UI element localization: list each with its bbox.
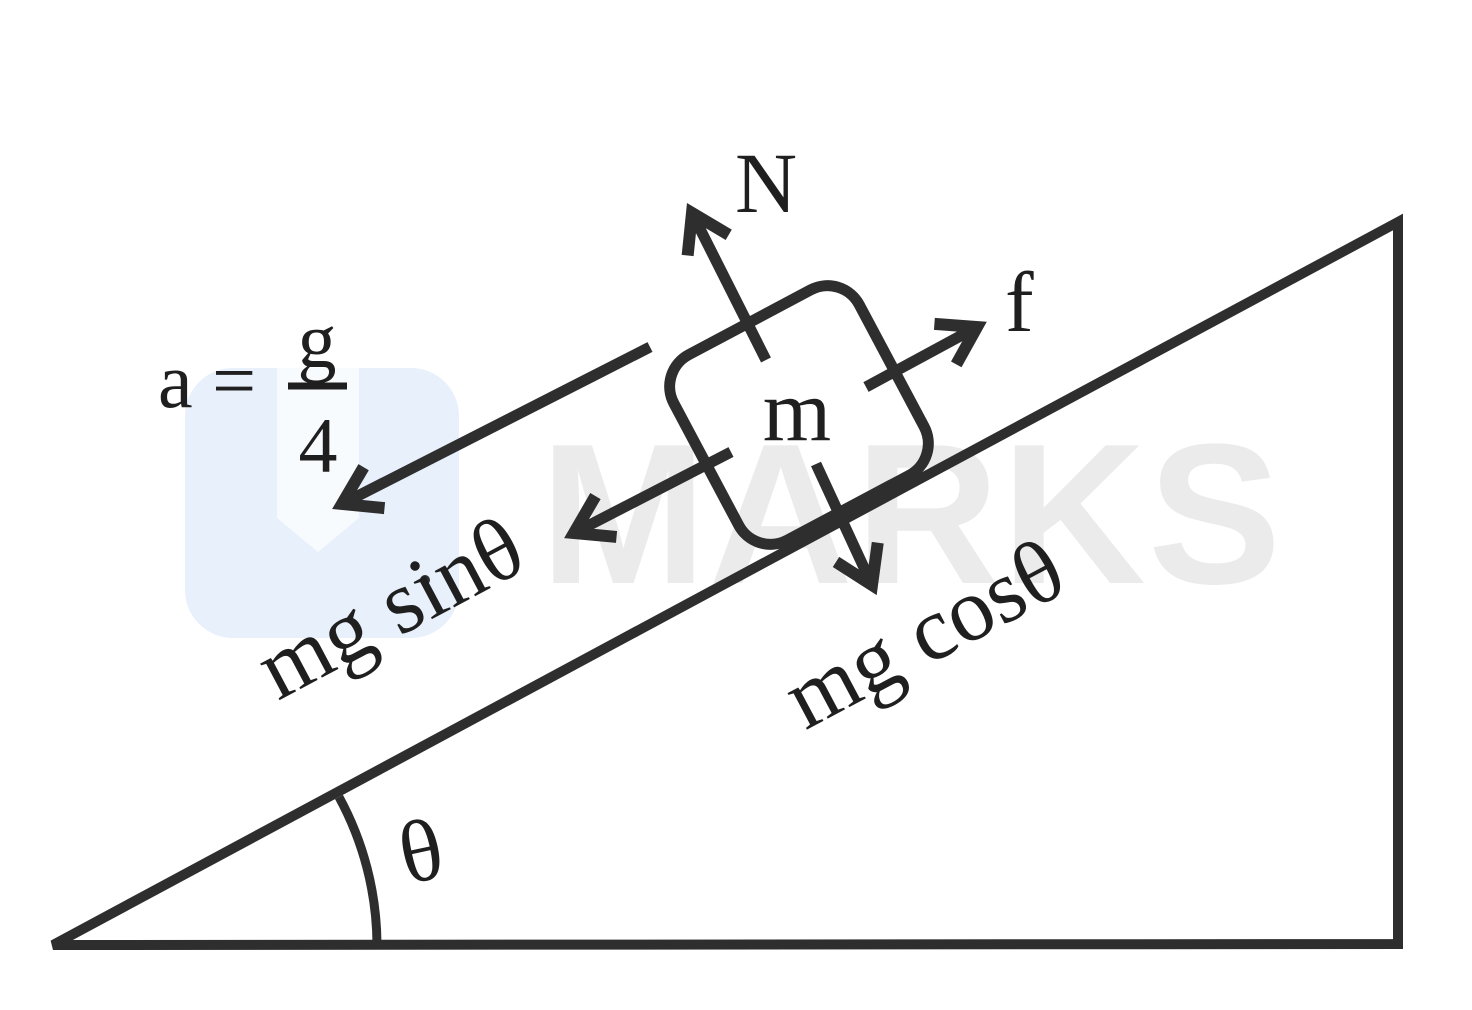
equation-numerator: g	[298, 297, 337, 384]
mass-block-label: m	[763, 363, 831, 460]
equation-lhs: a =	[158, 337, 256, 424]
mg-cos-theta-arrow	[811, 461, 884, 596]
normal-force-arrow	[681, 203, 771, 363]
watermark-brand-text: MARKS	[540, 403, 1283, 626]
equation-denominator: 4	[299, 402, 338, 489]
friction-force-arrow	[863, 317, 987, 392]
acceleration-equation: a = g 4	[158, 297, 347, 489]
incline-triangle	[50, 213, 1403, 950]
acceleration-arrow	[332, 342, 653, 515]
ink-dot	[420, 575, 430, 585]
watermark-logo-ribbon-tail	[277, 518, 359, 552]
angle-arc	[335, 794, 382, 945]
watermark: MARKS	[185, 368, 1283, 638]
friction-force-label: f	[1005, 254, 1034, 350]
incline-angle-label: θ	[390, 800, 451, 904]
mg-sin-theta-arrow	[564, 447, 734, 543]
normal-force-label: N	[735, 135, 797, 231]
